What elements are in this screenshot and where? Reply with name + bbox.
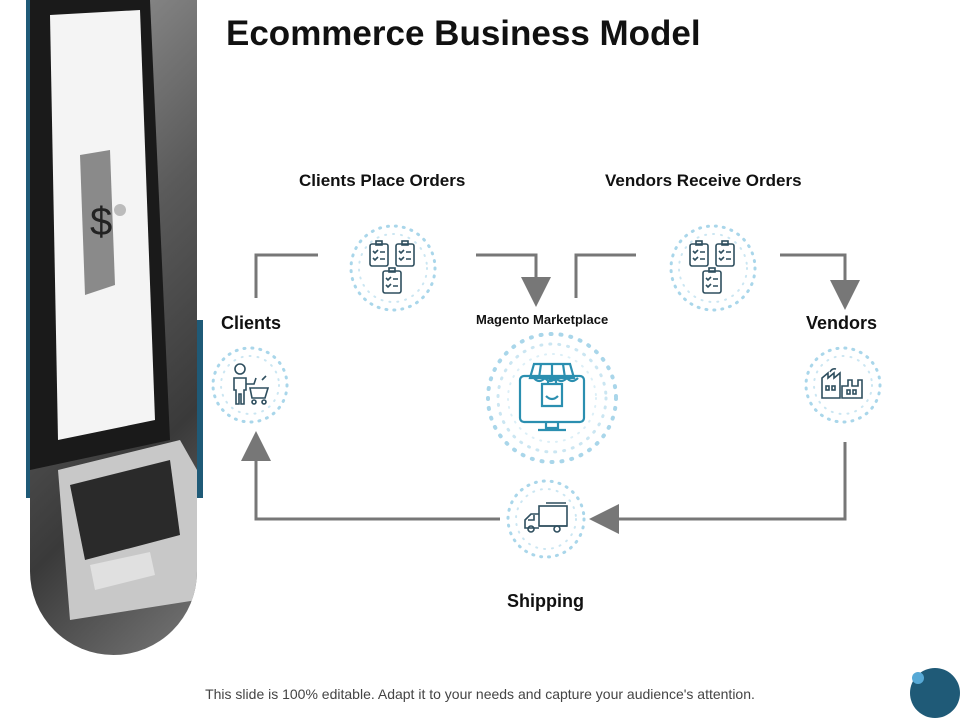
clipboard-icon [689,240,735,294]
truck-icon [524,502,568,533]
dot-halo-shipping [506,479,586,559]
shopper-icon [233,363,270,405]
connector-clients-to-orders [254,253,318,298]
dot-halo-clients [211,346,289,424]
dot-halo-vendors [804,346,882,424]
connector-marketplace-to-vendor-orders [574,253,636,298]
connector-vendor-orders-to-vendors [780,253,860,310]
corner-dot [912,672,924,684]
clipboard-icon [369,240,415,294]
label-magento-marketplace: Magento Marketplace [476,312,609,327]
online-store-icon [518,362,586,432]
label-shipping: Shipping [507,591,584,611]
svg-text:$: $ [90,200,112,244]
dot-halo-marketplace [486,332,618,464]
footer-note: This slide is 100% editable. Adapt it to… [205,686,755,702]
connector-shipping-to-clients [241,431,500,521]
label-vendors: Vendors [806,313,878,333]
label-clients-place-orders: Clients Place Orders [299,171,466,190]
label-clients: Clients [221,313,282,333]
dot-halo-clients-orders [349,224,437,312]
photo-accent-bar [197,320,203,498]
page-title: Ecommerce Business Model [226,14,701,53]
dot-halo-vendor-orders [669,224,757,312]
connector-orders-to-marketplace [476,253,551,307]
left-accent-bar [26,0,32,498]
label-vendors-receive-orders: Vendors Receive Orders [605,171,802,190]
connector-vendors-to-shipping [589,442,847,534]
laptop-photo: $ [30,0,197,655]
factory-icon [821,368,863,399]
